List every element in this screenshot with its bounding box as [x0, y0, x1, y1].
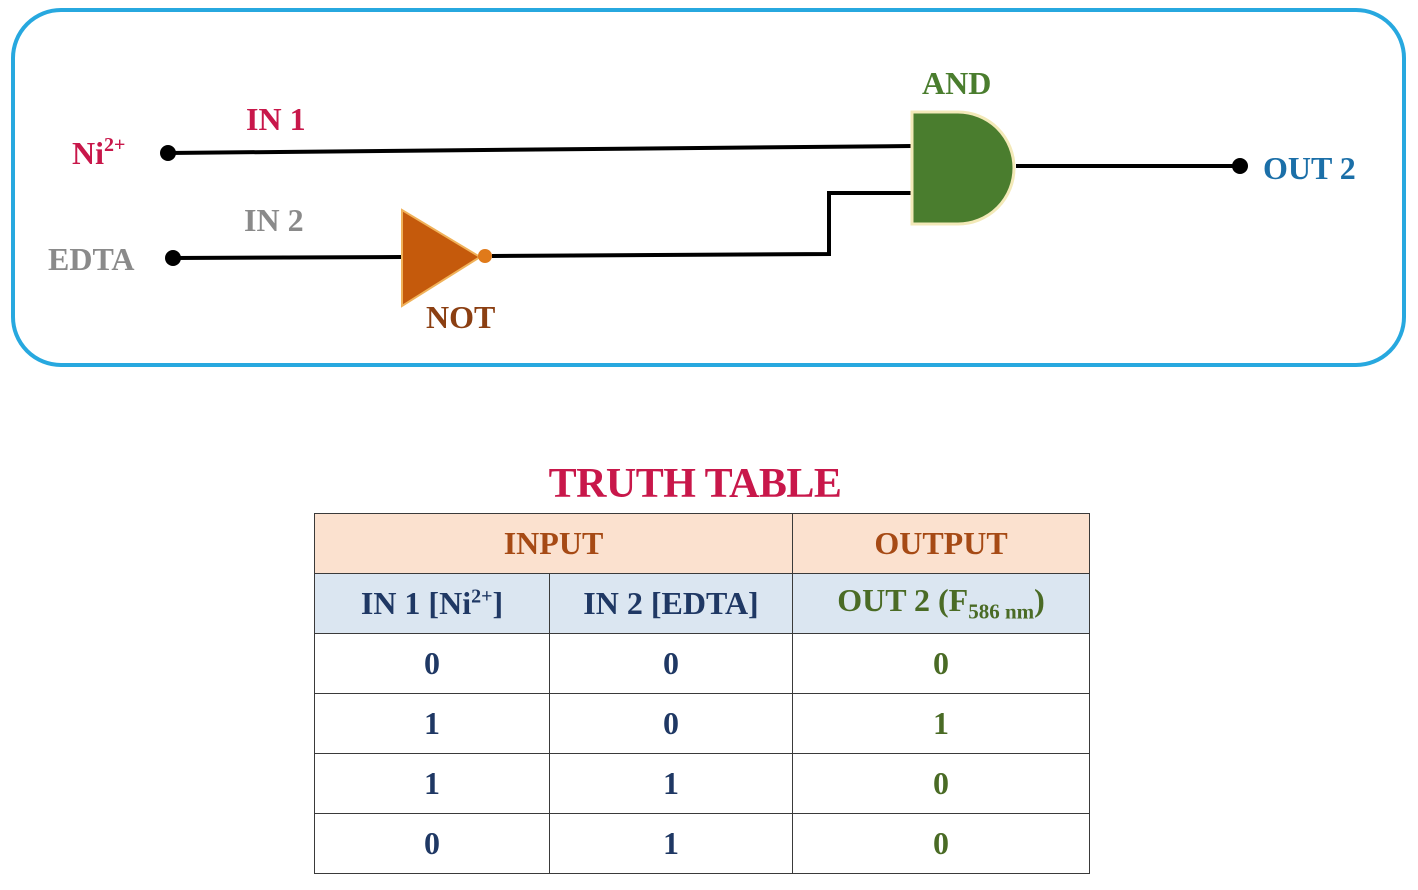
in2-wire [172, 255, 403, 260]
table-row: 1 0 1 [314, 693, 1090, 754]
cell-in1: 1 [314, 693, 550, 754]
column-header-in2: IN 2 [EDTA] [549, 573, 793, 634]
cell-in2: 0 [549, 693, 793, 754]
cell-in1: 0 [314, 633, 550, 694]
cell-in1: 0 [314, 813, 550, 874]
cell-in2: 0 [549, 633, 793, 694]
and-gate [910, 110, 1016, 226]
cell-out: 0 [792, 633, 1090, 694]
out-terminal [1232, 158, 1248, 174]
cell-out: 0 [792, 753, 1090, 814]
out-label: OUT 2 [1263, 150, 1356, 186]
not-to-and-wire [491, 191, 912, 258]
cell-in2: 1 [549, 813, 793, 874]
cell-in2: 1 [549, 753, 793, 814]
truth-table: INPUT OUTPUT IN 1 [Ni2+] IN 2 [EDTA] OUT… [314, 513, 1090, 874]
in1-wire [167, 144, 913, 155]
cell-out: 0 [792, 813, 1090, 874]
table-row: 1 1 0 [314, 753, 1090, 814]
in2-label: IN 2 [244, 202, 304, 238]
table-row: 0 1 0 [314, 813, 1090, 874]
and-label: AND [922, 65, 991, 101]
logic-circuit-diagram: Ni2+ IN 1 EDTA IN 2 NOT AND OUT 2 [11, 8, 1406, 367]
not-gate-bubble [478, 249, 492, 263]
truth-table-title: TRUTH TABLE [548, 461, 842, 507]
in1-label: IN 1 [246, 101, 306, 137]
output-group-header: OUTPUT [792, 513, 1090, 574]
circuit-border [11, 8, 1406, 367]
column-header-in1: IN 1 [Ni2+] [314, 573, 550, 634]
table-row: 0 0 0 [314, 633, 1090, 694]
input-group-header: INPUT [314, 513, 793, 574]
in2-species-label: EDTA [48, 241, 135, 277]
cell-out: 1 [792, 693, 1090, 754]
not-label: NOT [426, 299, 495, 335]
in1-species-label: Ni2+ [72, 134, 125, 171]
not-gate [401, 208, 482, 308]
column-header-out2: OUT 2 (F586 nm) [792, 573, 1090, 634]
cell-in1: 1 [314, 753, 550, 814]
